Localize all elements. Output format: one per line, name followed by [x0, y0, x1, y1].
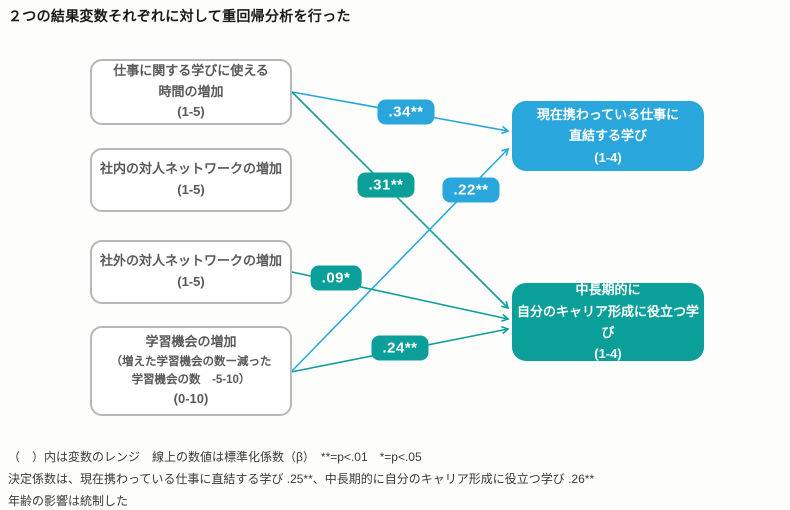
- predictor-range: (1-5): [177, 182, 205, 197]
- coef-time-to-current-job: .34**: [377, 99, 435, 125]
- predictor-box-time: 仕事に関する学びに使える 時間の増加 (1-5): [90, 59, 292, 125]
- footnote-r-squared: 決定係数は、現在携わっている仕事に直結する学び .25**、中長期的に自分のキャ…: [8, 472, 595, 486]
- predictor-line: 学習機会の数 -5-10）: [131, 374, 251, 386]
- coef-learning-to-career: .24**: [371, 335, 429, 361]
- outcome-line: 現在携わっている仕事に: [536, 106, 680, 122]
- predictor-line: （増えた学習機会の数ー減った: [110, 355, 272, 368]
- predictor-line: 社外の対人ネットワークの増加: [99, 253, 282, 269]
- outcome-range: (1-4): [594, 149, 622, 165]
- predictor-box-external-network: 社外の対人ネットワークの増加 (1-5): [90, 240, 292, 304]
- footnote-legend: （ ）内は変数のレンジ 線上の数値は標準化係数（β） **=p<.01 *=p<…: [8, 450, 422, 464]
- footnotes: （ ）内は変数のレンジ 線上の数値は標準化係数（β） **=p<.01 *=p<…: [8, 446, 594, 510]
- outcome-line: 中長期的に: [575, 282, 641, 298]
- predictor-range: (1-5): [177, 274, 205, 289]
- footnote-age-control: 年齢の影響は統制した: [8, 494, 129, 508]
- diagram-title: ２つの結果変数それぞれに対して重回帰分析を行った: [8, 8, 351, 24]
- coef-external-to-career: .09*: [310, 265, 362, 291]
- coef-time-to-career: .31**: [357, 172, 415, 198]
- outcome-range: (1-4): [594, 346, 622, 362]
- predictor-line: 学習機会の増加: [145, 333, 237, 349]
- outcome-line: 直結する学び: [568, 128, 647, 144]
- outcome-box-career-learning: 中長期的に 自分のキャリア形成に役立つ学び (1-4): [512, 282, 704, 362]
- predictor-line: 時間の増加: [158, 83, 224, 99]
- predictor-line: 仕事に関する学びに使える: [113, 62, 269, 78]
- predictor-range: (1-5): [177, 104, 205, 120]
- outcome-box-current-job-learning: 現在携わっている仕事に 直結する学び (1-4): [512, 101, 704, 171]
- predictor-box-learning-opportunities: 学習機会の増加 （増えた学習機会の数ー減った 学習機会の数 -5-10） (0-…: [90, 326, 292, 416]
- predictor-line: 社内の対人ネットワークの増加: [99, 161, 282, 177]
- predictor-box-internal-network: 社内の対人ネットワークの増加 (1-5): [90, 148, 292, 212]
- arrow-time-to-career: [291, 91, 510, 310]
- coef-learning-to-current-job: .22**: [442, 177, 500, 203]
- outcome-line: 自分のキャリア形成に役立つ学び: [516, 303, 699, 340]
- predictor-range: (0-10): [173, 391, 209, 407]
